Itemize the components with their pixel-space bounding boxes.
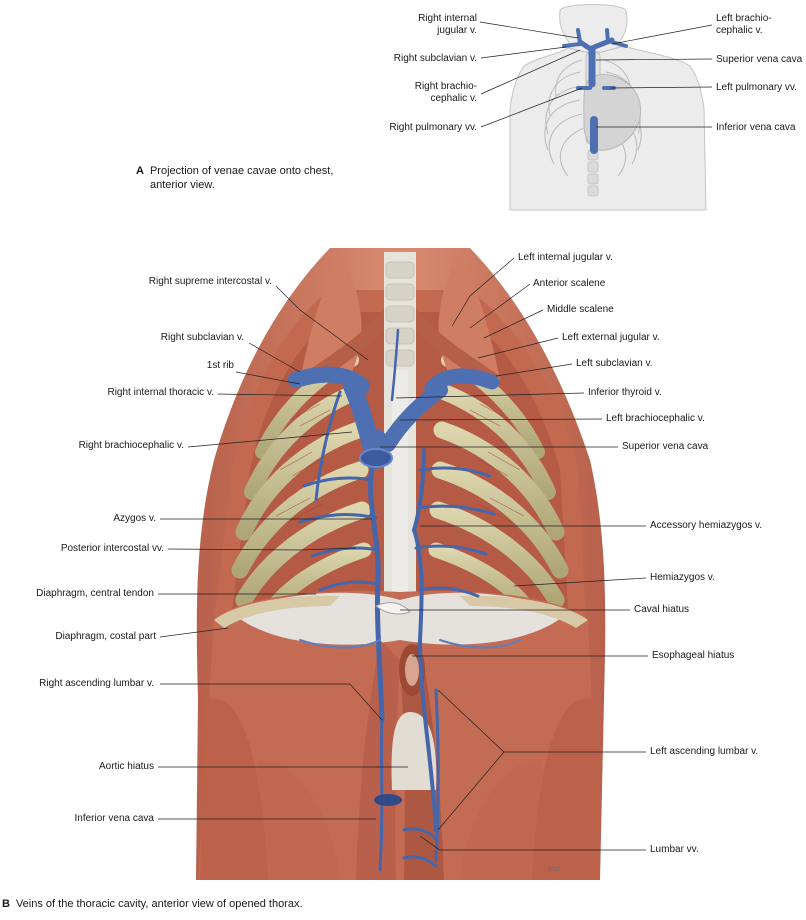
label-accessory-hemiazygos: Accessory hemiazygos v. <box>650 520 763 531</box>
label-a-right-pulmonary: Right pulmonary vv. <box>389 122 477 133</box>
label-inferior-thyroid: Inferior thyroid v. <box>588 387 662 398</box>
figure-a-illustration <box>479 4 713 211</box>
diaphragm-costal-rim-right <box>460 595 588 628</box>
artist-signature: Voll <box>548 866 560 873</box>
label-left-ascending-lumbar: Left ascending lumbar v. <box>650 746 759 757</box>
label-esophageal-hiatus: Esophageal hiatus <box>652 650 735 661</box>
left-brachiocephalic <box>380 382 448 452</box>
caption-b-letter: B <box>2 898 10 910</box>
label-left-external-jugular: Left external jugular v. <box>562 332 660 343</box>
label-diaphragm-central-tendon: Diaphragm, central tendon <box>36 588 154 599</box>
figure-a-veins <box>562 28 628 154</box>
label-a-right-internal-jugular: Right internal jugular v. <box>418 13 477 37</box>
caption-b-text: Veins of the thoracic cavity, anterior v… <box>15 898 303 910</box>
label-a-right-brachiocephalic: Right brachio- cephalic v. <box>415 81 477 105</box>
label-a-right-brachio-line1: Right brachio- <box>414 81 477 92</box>
caption-a-letter: A <box>136 165 144 177</box>
label-a-superior-vena-cava: Superior vena cava <box>716 54 803 65</box>
left-subclavian-a <box>610 40 628 48</box>
psoas-left <box>248 760 340 880</box>
label-a-inferior-vena-cava: Inferior vena cava <box>716 122 796 133</box>
caption-a: A Projection of venae cavae onto chest, … <box>136 164 366 192</box>
accessory-hemiazygos <box>412 448 426 532</box>
label-middle-scalene: Middle scalene <box>547 304 614 315</box>
label-a-right-internal-jugular-line1: Right internal <box>418 13 477 24</box>
label-left-internal-jugular: Left internal jugular v. <box>518 252 613 263</box>
right-internal-thoracic <box>314 390 342 502</box>
inferior-thyroid <box>390 328 400 402</box>
vertebrae <box>385 261 415 367</box>
label-right-brachiocephalic: Right brachiocephalic v. <box>78 440 184 451</box>
figure-a-leaders <box>479 21 713 128</box>
label-right-supreme-intercostal: Right supreme intercostal v. <box>148 276 272 287</box>
diaphragm-costal-rim <box>214 595 340 628</box>
label-hemiazygos: Hemiazygos v. <box>650 572 715 583</box>
right-jugular-a <box>576 28 582 44</box>
label-diaphragm-costal-part: Diaphragm, costal part <box>55 631 156 642</box>
spine-hint <box>587 149 599 197</box>
label-left-subclavian: Left subclavian v. <box>576 358 653 369</box>
label-superior-vena-cava: Superior vena cava <box>622 441 709 452</box>
left-jugular-a <box>605 28 610 44</box>
label-aortic-hiatus: Aortic hiatus <box>98 761 154 772</box>
hemiazygos <box>412 528 438 832</box>
svc-lumen <box>359 448 393 468</box>
quadratus-right <box>532 698 600 880</box>
label-lumbar-vv: Lumbar vv. <box>650 844 699 855</box>
quadratus-left <box>200 698 268 880</box>
label-anterior-scalene: Anterior scalene <box>533 278 606 289</box>
caption-b: B Veins of the thoracic cavity, anterior… <box>2 897 303 911</box>
label-inferior-vena-cava: Inferior vena cava <box>74 813 155 824</box>
label-right-ascending-lumbar: Right ascending lumbar v. <box>39 678 154 689</box>
esophageal-hiatus-inner <box>405 654 419 686</box>
figure-b-leaders-right <box>380 257 648 851</box>
label-right-internal-thoracic: Right internal thoracic v. <box>107 387 214 398</box>
longitudinal-ligament <box>392 370 408 620</box>
left-ascending-lumbar <box>434 688 440 862</box>
label-1st-rib: 1st rib <box>206 360 234 371</box>
ivc-lumen <box>374 794 402 806</box>
label-caval-hiatus: Caval hiatus <box>634 604 690 615</box>
azygos-vein <box>367 465 385 723</box>
label-a-left-brachio-line2: cephalic v. <box>716 25 763 36</box>
caption-a-text: Projection of venae cavae onto chest, an… <box>149 165 334 191</box>
figure-b-leaders-left <box>158 285 408 820</box>
label-right-subclavian: Right subclavian v. <box>160 332 244 343</box>
label-azygos: Azygos v. <box>113 513 156 524</box>
caval-hiatus-shape <box>375 602 411 615</box>
label-a-right-subclavian: Right subclavian v. <box>393 53 477 64</box>
label-a-left-brachiocephalic: Left brachio- cephalic v. <box>716 13 772 37</box>
label-a-left-brachio-line1: Left brachio- <box>716 13 772 24</box>
label-a-left-pulmonary: Left pulmonary vv. <box>716 82 797 93</box>
right-subclavian-a <box>562 42 582 48</box>
label-a-right-brachio-line2: cephalic v. <box>430 93 477 104</box>
intercostal-fibers <box>275 403 525 523</box>
label-posterior-intercostal: Posterior intercostal vv. <box>60 543 164 554</box>
label-left-brachiocephalic: Left brachiocephalic v. <box>606 413 705 424</box>
label-a-right-internal-jugular-line2: jugular v. <box>437 25 477 36</box>
